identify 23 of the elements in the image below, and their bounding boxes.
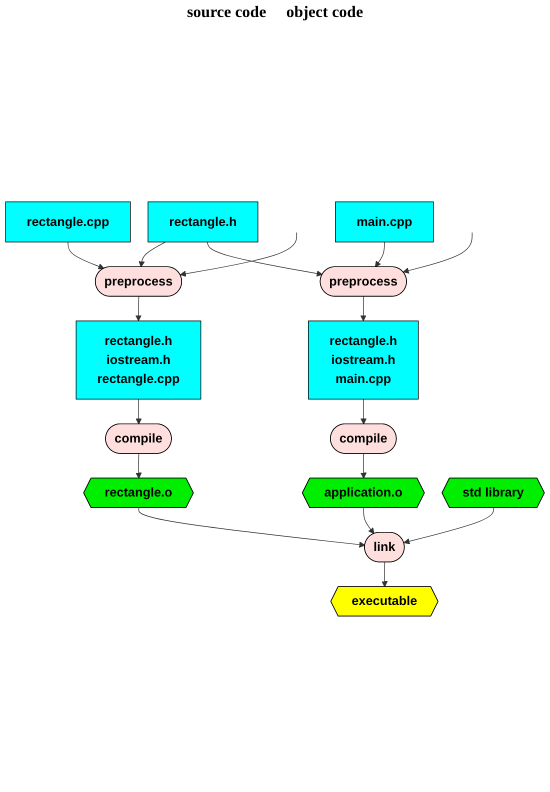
arrow bbox=[402, 232, 472, 274]
arrow bbox=[360, 398, 367, 424]
arrow bbox=[206, 242, 323, 277]
node-box: rectangle.h bbox=[148, 202, 258, 242]
arrow bbox=[136, 398, 142, 424]
arrow bbox=[138, 242, 166, 268]
arrow bbox=[382, 562, 388, 588]
arrow bbox=[135, 296, 142, 322]
node-box: rectangle.h iostream.h main.cpp bbox=[308, 320, 419, 400]
node-box: main.cpp bbox=[335, 202, 434, 242]
arrow bbox=[138, 508, 366, 548]
arrow bbox=[363, 508, 374, 534]
node-box: rectangle.cpp bbox=[5, 202, 131, 242]
arrow bbox=[180, 232, 298, 277]
arrow bbox=[360, 296, 366, 322]
section-heading: source code bbox=[186, 4, 266, 22]
arrow bbox=[360, 453, 367, 479]
arrow bbox=[68, 242, 104, 270]
arrow bbox=[404, 508, 494, 544]
arrow bbox=[136, 453, 142, 479]
section-heading: object code bbox=[286, 4, 364, 22]
arrow bbox=[374, 242, 385, 268]
node-box: rectangle.h iostream.h rectangle.cpp bbox=[76, 320, 202, 400]
